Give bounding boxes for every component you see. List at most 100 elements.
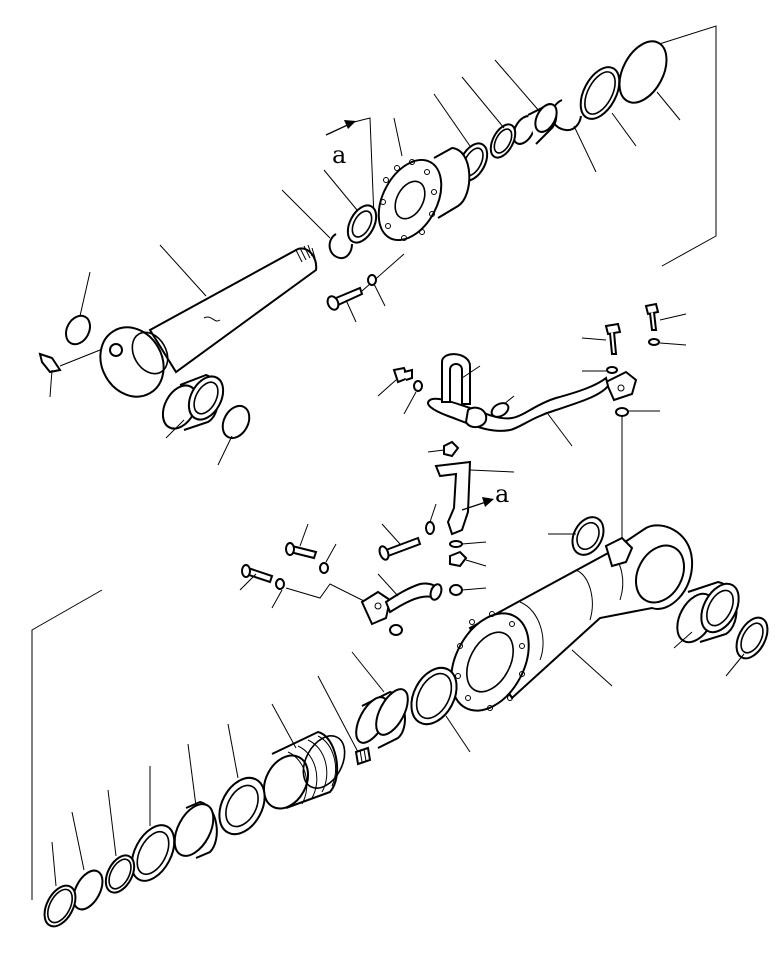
backup-ring (579, 66, 621, 120)
piston (262, 730, 346, 810)
head-washer (367, 274, 377, 286)
leader-line (573, 125, 597, 173)
leader-line (51, 841, 57, 887)
dust-seal (221, 404, 251, 440)
leader-line (433, 93, 471, 147)
group-bracket-upper (652, 25, 717, 267)
hydraulic-pipe (427, 376, 610, 432)
pipe-washer-1 (648, 338, 660, 346)
tube-bushing-seal (571, 516, 605, 556)
set-screw (354, 746, 372, 766)
leader-line (217, 435, 233, 466)
o-ring-rod-end (65, 314, 91, 346)
leader-line (659, 342, 687, 346)
pipe-bolt-2 (604, 322, 622, 355)
rod-end-bushing (161, 373, 225, 431)
leader-line (461, 541, 487, 545)
bracket-o-ring (449, 584, 463, 596)
pipe-flange (604, 370, 638, 402)
u-bolt (441, 353, 471, 405)
backup-ring-inner (584, 71, 616, 115)
short-bolt-1 (285, 542, 318, 560)
leader-line (656, 91, 681, 121)
leader-line (503, 395, 515, 405)
wear-ring (346, 204, 378, 244)
leader-line (159, 244, 207, 297)
leader-line (429, 503, 437, 523)
short-washer-2 (275, 578, 285, 590)
tube-seal-ring (410, 666, 458, 726)
leader-line (381, 523, 401, 545)
bracket-washer-b (449, 540, 463, 548)
leader-line (547, 413, 573, 447)
leader-line (494, 59, 541, 113)
snap-ring-rod (328, 233, 353, 260)
pipe-washer-2 (606, 366, 618, 374)
ring-1-inner (108, 858, 132, 890)
bottom-dust-seal (735, 616, 769, 660)
plug-o-ring (413, 380, 423, 392)
leader-line (611, 112, 637, 147)
leader-line (461, 365, 481, 379)
leader-line (581, 337, 607, 341)
ring-3 (43, 884, 77, 928)
backup-ring-lower (130, 824, 176, 882)
leader-line (317, 675, 359, 753)
leader-line (377, 379, 397, 397)
leader-line (469, 469, 515, 473)
leader-line (323, 169, 358, 211)
view-arrow-a-upper: a (325, 117, 375, 219)
leader-line (271, 589, 283, 609)
leader-line (49, 369, 53, 398)
leader-line (393, 117, 403, 157)
leader-line (461, 76, 505, 129)
leader-line (71, 811, 85, 871)
piston-wear-ring (173, 800, 218, 859)
leader-line (673, 631, 693, 649)
bracket-nut-top (443, 440, 460, 458)
leader-line (461, 587, 487, 591)
pipe-bolt-1 (644, 302, 660, 331)
leader-line (465, 559, 487, 567)
bracket-nut (449, 550, 468, 568)
ring-3-inner (46, 888, 74, 924)
leader-line (271, 703, 297, 749)
pipe-bracket (434, 460, 472, 536)
short-pipe-o-ring (389, 624, 403, 636)
leader-line (79, 271, 91, 317)
short-bolt-2 (241, 564, 274, 584)
short-washer-1 (319, 562, 329, 574)
o-ring-large (618, 40, 668, 104)
cushion-sleeve (355, 688, 409, 749)
leader-line (281, 189, 331, 239)
cylinder-tube (450, 524, 694, 712)
leader-line (187, 743, 197, 807)
leader-line (325, 543, 337, 563)
clamp-o-ring (490, 402, 510, 418)
plug (392, 366, 413, 384)
leader-line (239, 573, 257, 591)
leader-line (403, 391, 417, 415)
cylinder-head (377, 146, 471, 242)
seal-1 (489, 123, 517, 159)
leader-line (227, 723, 239, 779)
leader-line (299, 523, 309, 547)
view-arrow-a-middle: a (461, 480, 509, 511)
leader-line (165, 419, 185, 439)
leader-line (427, 449, 445, 453)
leader-line (445, 715, 471, 753)
leader-line (351, 651, 385, 693)
leader-line (373, 283, 386, 307)
leader-line (377, 573, 399, 597)
group-bracket-lower (31, 589, 103, 900)
bolt-reference-line (285, 583, 371, 605)
grease-fitting (38, 349, 101, 374)
bracket-washer-a (425, 521, 435, 535)
bottom-bushing (676, 580, 740, 644)
view-label-a-middle: a (495, 480, 509, 508)
flange-o-ring (615, 407, 629, 417)
bracket-bolt (378, 536, 422, 561)
short-pipe (360, 582, 443, 626)
piston-seal (218, 776, 266, 836)
